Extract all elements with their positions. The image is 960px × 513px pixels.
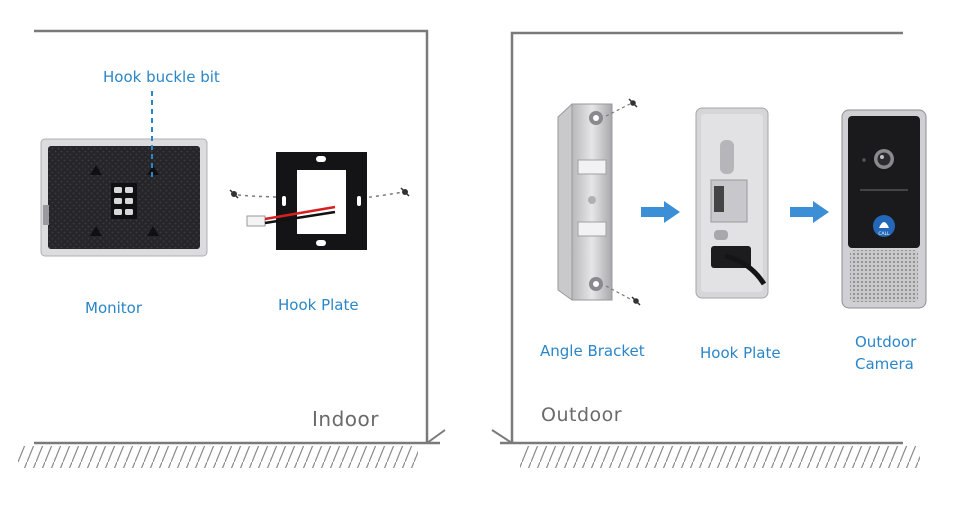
screw-icon [229,189,239,199]
outdoor-hook-plate-label: Hook Plate [700,344,781,362]
monitor-image [40,138,208,257]
hook-buckle-bit-callout: Hook buckle bit [103,68,220,86]
indoor-hook-plate-image [229,152,410,250]
outdoor-hook-plate-image [695,107,769,299]
angle-bracket-label: Angle Bracket [540,342,645,360]
outdoor-camera-image: CALL [841,109,927,309]
screw-icon [631,296,641,306]
arrow-right-icon [641,201,680,223]
outdoor-camera-label-line1: Outdoor [855,333,917,351]
indoor-hook-plate-label: Hook Plate [278,296,359,314]
arrow-right-icon [790,201,829,223]
indoor-room [18,29,446,468]
indoor-floor-hatch [18,446,418,468]
indoor-title: Indoor [312,407,379,431]
monitor-label: Monitor [85,299,143,317]
outdoor-floor-hatch [520,446,920,468]
outdoor-title: Outdoor [541,404,623,426]
call-button-icon: CALL [873,215,895,237]
svg-text:CALL: CALL [878,231,890,237]
screw-icon [400,187,410,197]
camera-lens-icon [874,149,894,169]
outdoor-camera-label-line2: Camera [855,355,914,373]
outdoor-room [491,31,920,468]
angle-bracket-image [557,98,641,306]
screw-icon [628,98,638,108]
